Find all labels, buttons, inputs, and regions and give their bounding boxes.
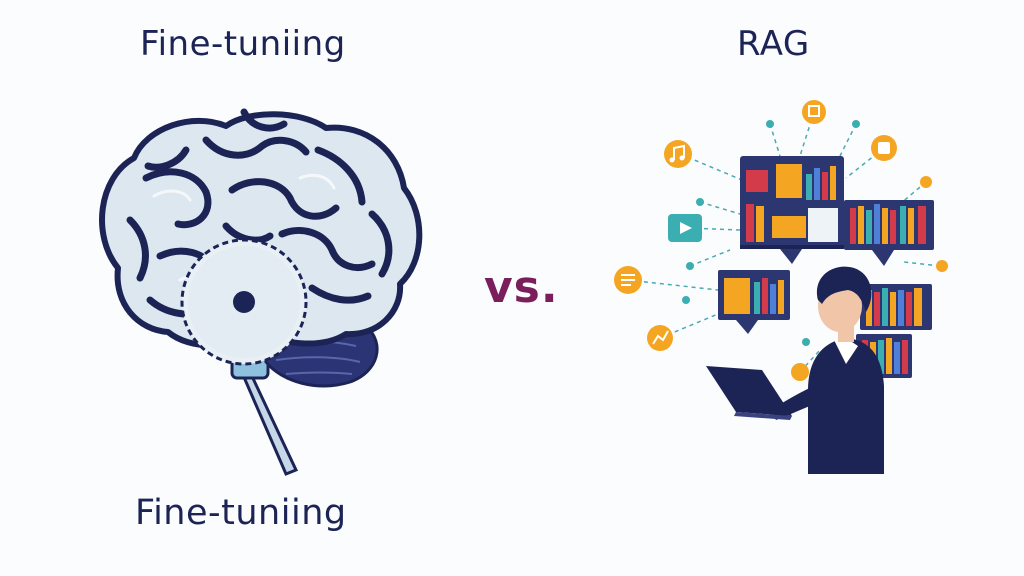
rag-title: RAG <box>737 24 810 64</box>
vs-label: vs. <box>484 262 559 313</box>
fine-tuning-caption: Fine-tuniing <box>135 493 347 533</box>
light-icon <box>802 100 826 124</box>
laptop-icon <box>706 366 792 420</box>
document-icon <box>614 266 642 294</box>
chart-icon <box>647 325 673 351</box>
gear-icon <box>180 238 308 366</box>
fine-tuning-title: Fine-tuniing <box>140 24 346 64</box>
music-icon <box>664 140 692 168</box>
bookshelf-icon <box>718 156 934 378</box>
brain-icon <box>99 108 423 476</box>
orange-dots <box>791 176 948 381</box>
video-icon <box>668 214 702 242</box>
person-icon <box>758 266 884 474</box>
document-icon <box>871 135 897 161</box>
